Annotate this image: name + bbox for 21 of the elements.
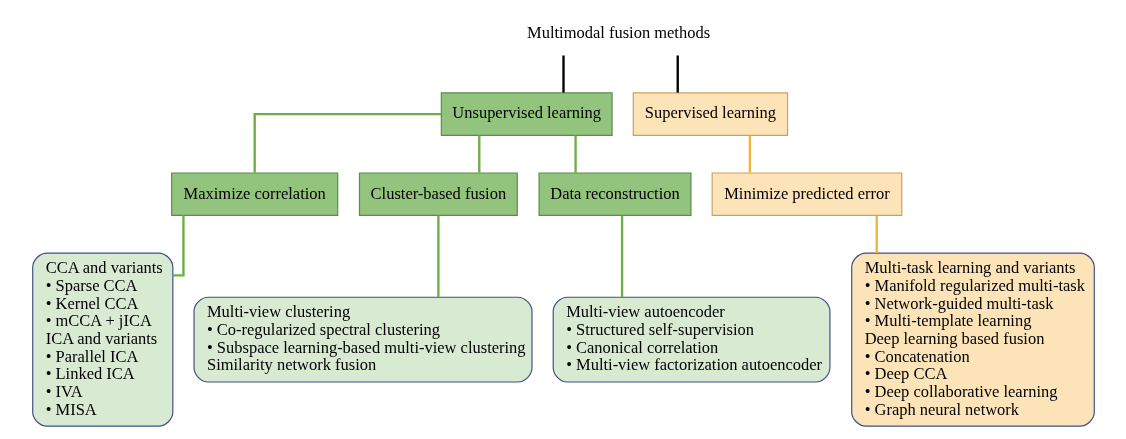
node-box: Cluster-based fusion [358, 172, 518, 216]
connector [253, 112, 441, 173]
connector [748, 135, 751, 173]
node-text: Multimodal fusion methods [526, 23, 710, 43]
node-box: Multi-view autoencoder • Structured self-supervision • Canonical correlation • Multi-view factorization autoencoder [552, 296, 830, 383]
node-box: Unsupervised learning [440, 92, 613, 136]
node-box: Multi-task learning and variants • Manifold regularized multi-task • Network-guided multi-task • Multi-template learning Deep learning based fusion • Concatenation • Deep CCA • Deep collaborative learning • Graph neural network [850, 252, 1095, 427]
node-box: Data reconstruction [538, 172, 692, 216]
node-box: Minimize predicted error [711, 172, 902, 216]
connector [477, 135, 480, 173]
node-box: CCA and variants • Sparse CCA • Kernel CCA • mCCA + jICA ICA and variants • Parallel ICA • Linked ICA • IVA • MISA [31, 252, 173, 427]
connector [875, 215, 878, 254]
connector [573, 135, 577, 173]
node-box: Maximize correlation [170, 172, 338, 216]
connector [620, 215, 623, 297]
connector [172, 215, 185, 277]
node-box: Supervised learning [632, 92, 788, 136]
connector [676, 55, 679, 93]
connector [561, 55, 565, 93]
node-box: Multi-view clustering • Co-regularized spectral clustering • Subspace learning-based multi-view clustering Similarity network fusion [192, 296, 533, 383]
connector [436, 215, 440, 297]
